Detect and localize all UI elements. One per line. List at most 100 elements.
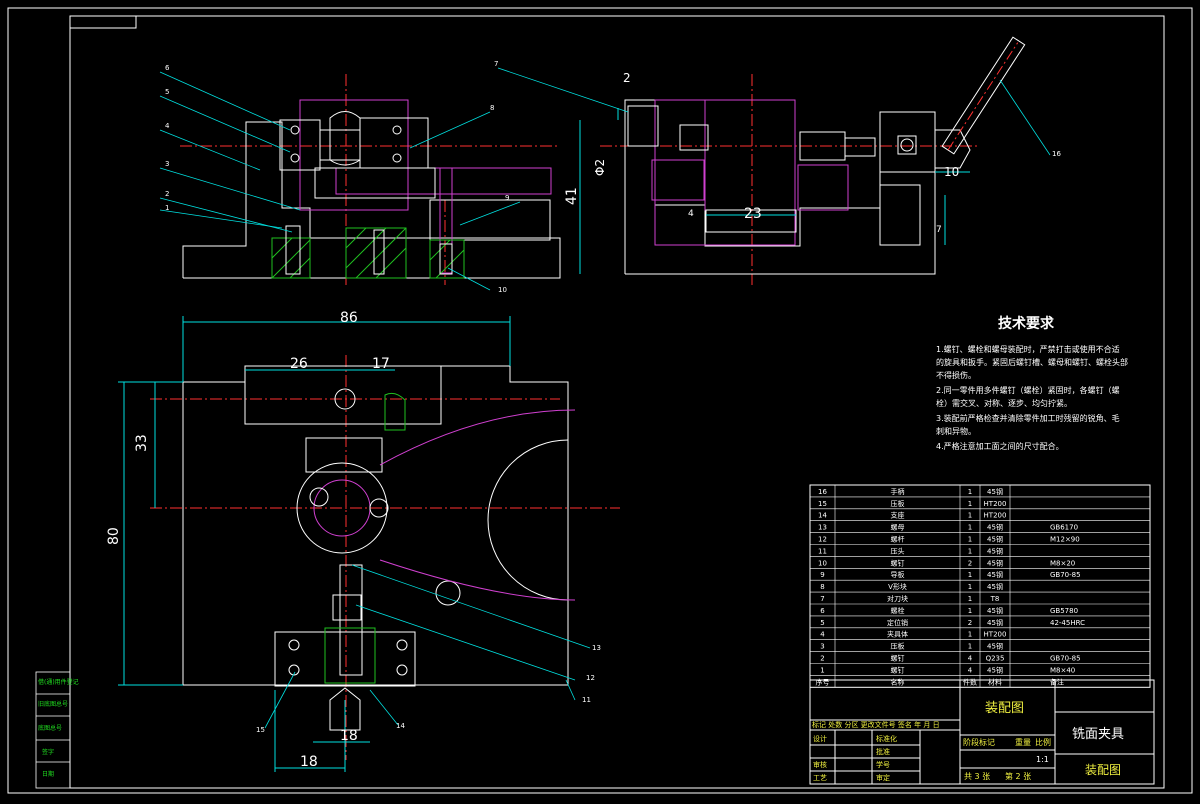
parts-table-cell: 1 bbox=[968, 524, 972, 532]
stage-label-3: 比例 bbox=[1035, 737, 1051, 747]
parts-table-header-cell: 备注 bbox=[1050, 677, 1064, 686]
balloon-8: 8 bbox=[490, 104, 494, 112]
parts-table-cell: Q235 bbox=[986, 655, 1005, 663]
tech-req-item: 2.同一零件用多件螺钉（螺栓）紧固时，各螺钉（螺栓）需交叉、对称、逐步、均匀拧紧… bbox=[936, 385, 1120, 408]
parts-table-cell: 9 bbox=[820, 571, 824, 579]
parts-table-cell: T8 bbox=[990, 595, 1000, 603]
strip-label-4: 签字 bbox=[42, 748, 54, 756]
parts-table-cell: 1 bbox=[968, 536, 972, 544]
parts-table-header-cell: 名称 bbox=[891, 677, 905, 686]
sheet-type: 装配图 bbox=[1085, 763, 1121, 777]
balloon-2: 2 bbox=[165, 190, 169, 198]
parts-table-cell: 螺钉 bbox=[891, 654, 905, 663]
sheet-count: 共 3 张 bbox=[964, 772, 990, 781]
parts-table-cell: 10 bbox=[818, 559, 827, 567]
parts-table-cell: 16 bbox=[818, 488, 827, 496]
parts-table-cell: 4 bbox=[968, 666, 973, 674]
parts-table-cell: 45钢 bbox=[987, 535, 1003, 544]
parts-table-cell: 45钢 bbox=[987, 582, 1003, 591]
label-review: 审核 bbox=[813, 760, 827, 769]
side-view bbox=[600, 36, 1026, 285]
parts-table-cell: 1 bbox=[968, 488, 972, 496]
drawing-title: 装配图 bbox=[985, 701, 1024, 716]
left-margin-strip bbox=[35, 671, 71, 789]
tech-req-item: 1.螺钉、螺栓和螺母装配时，严禁打击或使用不合适的旋具和扳手。紧固后螺钉槽、螺母… bbox=[936, 344, 1128, 380]
dim-23: 23 bbox=[744, 206, 762, 222]
dim-17: 17 bbox=[372, 356, 390, 372]
parts-table-cell: 1 bbox=[968, 643, 972, 651]
parts-table-cell: 1 bbox=[968, 512, 972, 520]
parts-table-cell: 14 bbox=[818, 512, 827, 520]
dim-26: 26 bbox=[290, 356, 308, 372]
dim-d2: Φ2 bbox=[593, 159, 607, 176]
parts-table-cell: 2 bbox=[968, 619, 972, 627]
parts-table-cell: 42-45HRC bbox=[1050, 619, 1085, 627]
parts-table-cell: 压板 bbox=[891, 499, 905, 508]
parts-table-cell: 45钢 bbox=[987, 523, 1003, 532]
parts-table-cell: 1 bbox=[968, 500, 972, 508]
parts-table-cell: 3 bbox=[820, 643, 824, 651]
balloon-labels: 6 5 4 3 2 1 8 9 10 7 16 13 12 11 15 14 bbox=[165, 60, 1061, 734]
dim-18b: 18 bbox=[300, 754, 318, 770]
parts-table-cell: 夹具体 bbox=[887, 630, 908, 639]
tech-req-title: 技术要求 bbox=[998, 315, 1055, 332]
balloon-6: 6 bbox=[165, 64, 170, 72]
parts-table-cell: HT200 bbox=[984, 512, 1007, 520]
parts-table-cell: 1 bbox=[968, 547, 972, 555]
parts-table-cell: 螺钉 bbox=[891, 558, 905, 567]
parts-table-cell: 1 bbox=[968, 631, 972, 639]
parts-table-cell: 11 bbox=[818, 547, 827, 555]
dimension-texts: 86 26 17 33 80 18 18 41 23 10 7 4 Φ2 2 bbox=[106, 71, 959, 770]
parts-table-cell: 45钢 bbox=[987, 606, 1003, 615]
balloon-3: 3 bbox=[165, 160, 169, 168]
parts-table-cell: 支座 bbox=[891, 511, 905, 520]
balloon-9: 9 bbox=[505, 194, 509, 202]
parts-table-cell: 5 bbox=[820, 619, 824, 627]
left-strip-labels: 借(通)用件登记 旧底图总号 底图总号 签字 日期 bbox=[38, 678, 79, 778]
parts-table-cell: M8×40 bbox=[1050, 666, 1075, 674]
leader-lines bbox=[159, 67, 1051, 729]
parts-table-cell: 手柄 bbox=[891, 487, 905, 496]
parts-table-cell: 1 bbox=[820, 666, 824, 674]
parts-table-cell: 45钢 bbox=[987, 558, 1003, 567]
parts-table-cell: 45钢 bbox=[987, 487, 1003, 496]
parts-table-cell: 45钢 bbox=[987, 546, 1003, 555]
dim-41: 41 bbox=[564, 187, 580, 205]
parts-table-cell: 螺钉 bbox=[891, 665, 905, 674]
label-standard: 标准化 bbox=[876, 734, 897, 743]
balloon-16: 16 bbox=[1052, 150, 1061, 158]
parts-table-cell: 2 bbox=[820, 655, 824, 663]
parts-table-cell: GB6170 bbox=[1050, 524, 1078, 532]
parts-table-cell: 1 bbox=[968, 583, 972, 591]
parts-table-cell: 1 bbox=[968, 595, 972, 603]
parts-table-cell: 螺母 bbox=[891, 523, 905, 532]
sheet-number: 第 2 张 bbox=[1005, 771, 1031, 781]
parts-table-cell: 导板 bbox=[891, 570, 905, 579]
parts-table-cell: 螺杆 bbox=[891, 535, 905, 544]
parts-table-header-cell: 序号 bbox=[816, 677, 830, 686]
parts-table-cell: 1 bbox=[968, 607, 972, 615]
strip-label-2: 旧底图总号 bbox=[38, 700, 68, 708]
parts-table-cell: 压板 bbox=[891, 642, 905, 651]
parts-table-cell: 12 bbox=[818, 536, 827, 544]
stage-label-2: 重量 bbox=[1015, 737, 1031, 747]
balloon-14: 14 bbox=[396, 722, 405, 730]
balloon-1: 1 bbox=[165, 204, 169, 212]
label-check: 审定 bbox=[876, 773, 890, 782]
label-approve: 批准 bbox=[876, 747, 890, 756]
parts-table-cell: GB70-85 bbox=[1050, 571, 1081, 579]
parts-table-cell: HT200 bbox=[984, 631, 1007, 639]
front-view bbox=[180, 74, 561, 285]
dim-80: 80 bbox=[106, 527, 122, 545]
stage-label-1: 阶段标记 bbox=[963, 737, 995, 747]
parts-table-cell: 定位销 bbox=[887, 618, 908, 627]
parts-table-cell: 7 bbox=[820, 595, 824, 603]
parts-table-cell: 45钢 bbox=[987, 618, 1003, 627]
tech-req-item: 3.装配前严格检查并清除零件加工时残留的锐角、毛刺和异物。 bbox=[936, 413, 1120, 436]
dim-10: 10 bbox=[944, 165, 959, 179]
label-student-no: 学号 bbox=[876, 760, 890, 769]
balloon-12: 12 bbox=[586, 674, 595, 682]
